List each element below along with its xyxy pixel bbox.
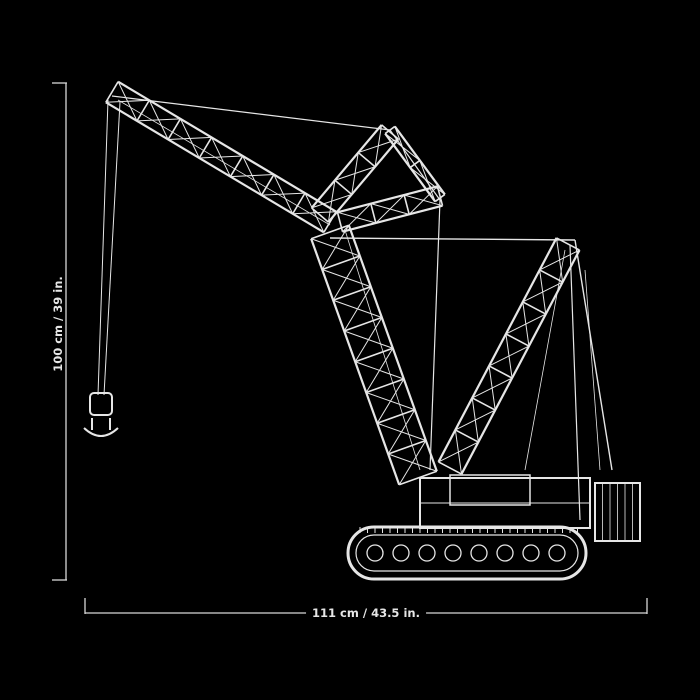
a-frame-strut <box>310 124 400 223</box>
counter-mast <box>437 237 581 475</box>
back-guy-cable <box>569 244 581 521</box>
luffing-jib <box>105 80 337 234</box>
crawler-track <box>346 525 588 581</box>
mast-guy-cable <box>329 237 576 241</box>
mast-inner-cable <box>344 229 421 471</box>
track-roller <box>366 544 384 562</box>
jib-guy-cable <box>111 95 391 131</box>
track-roller <box>522 544 540 562</box>
crawler-inner <box>355 534 579 572</box>
aframe-back-cable <box>429 199 441 471</box>
track-roller <box>548 544 566 562</box>
track-roller <box>496 544 514 562</box>
a-frame-base <box>336 185 444 233</box>
hook-cable <box>103 101 121 396</box>
track-roller <box>392 544 410 562</box>
height-dimension-label: 100 cm / 39 in. <box>51 270 65 378</box>
width-dimension-label: 111 cm / 43.5 in. <box>306 606 426 620</box>
back-guy-cable <box>574 239 613 471</box>
hook-block <box>89 392 113 416</box>
track-roller <box>418 544 436 562</box>
track-roller <box>470 544 488 562</box>
engine-housing <box>449 474 531 506</box>
counter-mast-cable <box>524 249 566 471</box>
a-frame-back <box>384 125 446 203</box>
hook-icon <box>83 418 119 437</box>
hook-cable <box>97 99 109 396</box>
main-boom <box>310 224 438 486</box>
track-roller <box>444 544 462 562</box>
back-guy-cable <box>584 269 601 471</box>
